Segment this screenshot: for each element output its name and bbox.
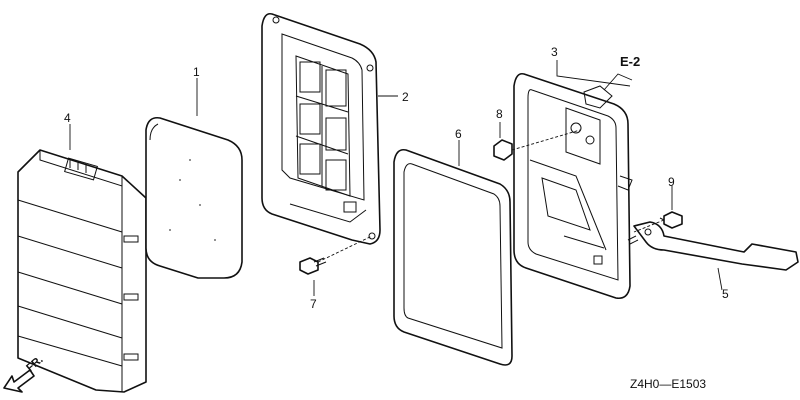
leader-lines (69, 60, 723, 296)
callout-7: 7 (310, 297, 317, 311)
part-8-nut (493, 139, 513, 161)
part-9-bolt (659, 211, 683, 229)
callout-3: 3 (551, 45, 558, 59)
callout-labels: 1 2 3 4 5 6 7 8 9 (64, 45, 729, 311)
part-5-stay-bracket (627, 221, 799, 271)
callout-6: 6 (455, 127, 462, 141)
reference-label: E-2 (620, 54, 640, 69)
callout-8: 8 (496, 107, 503, 121)
part-4-air-cleaner-cover (17, 149, 147, 393)
part-2-air-cleaner-case (261, 12, 381, 245)
callout-9: 9 (668, 175, 675, 189)
callout-4: 4 (64, 111, 71, 125)
callout-1: 1 (193, 65, 200, 79)
part-3-base-plate (513, 72, 633, 300)
callout-5: 5 (722, 287, 729, 301)
part-6-gasket (393, 148, 513, 366)
callout-2: 2 (402, 90, 409, 104)
part-1-foam-element (145, 116, 243, 279)
drawing-code: Z4H0—E1503 (630, 377, 706, 391)
part-7-bolt (299, 257, 327, 275)
